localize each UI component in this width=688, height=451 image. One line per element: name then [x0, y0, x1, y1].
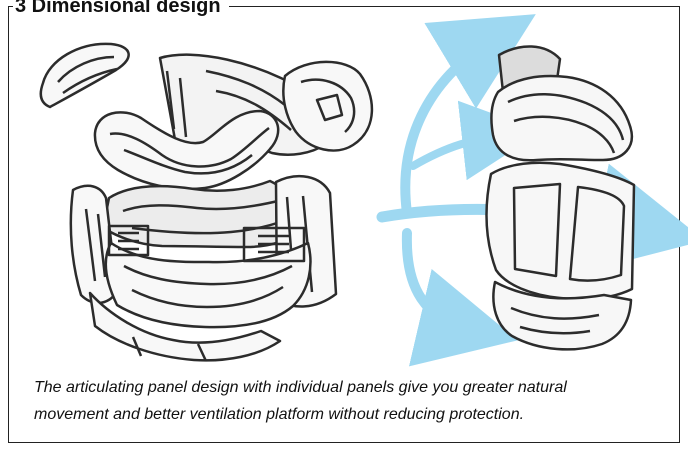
- caption-line-1: The articulating panel design with indiv…: [34, 374, 654, 401]
- exploded-chest-protector: [41, 44, 372, 361]
- left-shoulder-cap: [41, 44, 129, 107]
- articulation-view: [382, 40, 651, 349]
- description-caption: The articulating panel design with indiv…: [34, 374, 654, 428]
- caption-line-2: movement and better ventilation platform…: [34, 401, 654, 428]
